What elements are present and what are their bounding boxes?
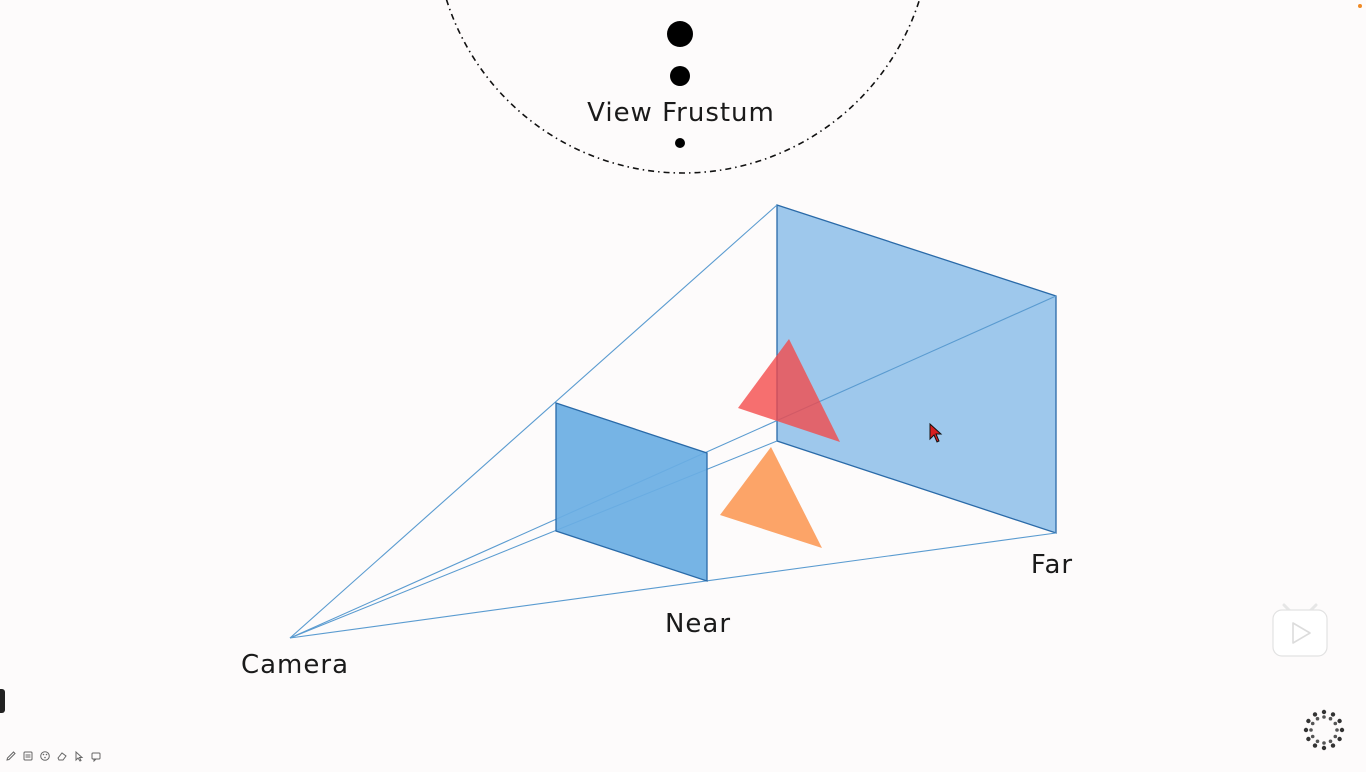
play-button[interactable] bbox=[1272, 603, 1328, 657]
red-triangle bbox=[738, 339, 840, 442]
camera-label: Camera bbox=[241, 650, 349, 680]
pointer-icon[interactable] bbox=[72, 749, 86, 763]
title-dot-small bbox=[675, 138, 685, 148]
notes-icon[interactable] bbox=[21, 749, 35, 763]
eraser-icon[interactable] bbox=[55, 749, 69, 763]
comment-icon[interactable] bbox=[89, 749, 103, 763]
diagram-title: View Frustum bbox=[587, 98, 775, 128]
far-plane bbox=[776, 204, 1057, 534]
frustum-edge-bottom-right bbox=[289, 532, 1057, 639]
mouse-cursor-icon bbox=[929, 422, 943, 443]
recording-indicator bbox=[1358, 4, 1362, 8]
title-circle bbox=[445, 0, 921, 174]
loading-spinner-icon bbox=[1300, 706, 1348, 754]
annotation-toolbar bbox=[4, 749, 103, 763]
orange-triangle bbox=[720, 447, 822, 548]
frustum-edge-top-left bbox=[289, 204, 778, 639]
title-dot-medium bbox=[670, 66, 690, 86]
near-label: Near bbox=[665, 609, 731, 639]
title-dot-large bbox=[667, 21, 693, 47]
play-icon bbox=[1272, 603, 1328, 657]
near-plane bbox=[555, 402, 708, 582]
side-panel-handle[interactable] bbox=[0, 689, 5, 713]
palette-icon[interactable] bbox=[38, 749, 52, 763]
far-label: Far bbox=[1031, 550, 1073, 580]
pencil-icon[interactable] bbox=[4, 749, 18, 763]
